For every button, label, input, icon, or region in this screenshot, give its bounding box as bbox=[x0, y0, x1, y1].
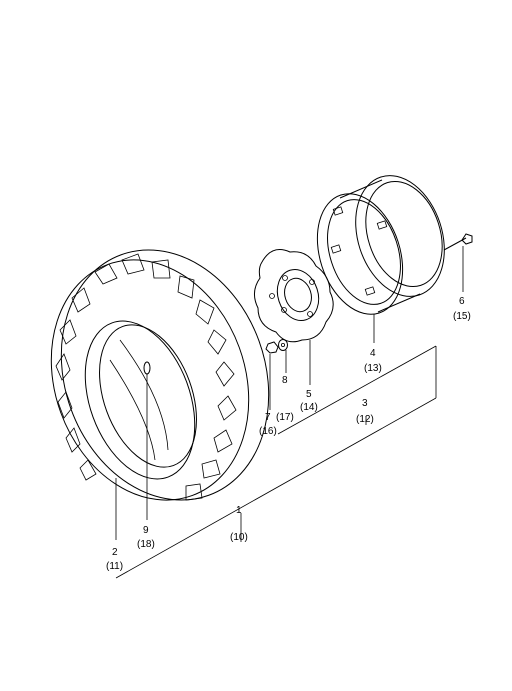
callout-alt-number: (13) bbox=[364, 363, 382, 374]
callout-4: 4 (13) bbox=[364, 348, 382, 374]
callout-number: 6 bbox=[459, 296, 465, 307]
callout-alt-number: (12) bbox=[356, 414, 374, 425]
callout-number: 3 bbox=[362, 398, 368, 409]
rim bbox=[316, 175, 445, 315]
callout-9: 9 (18) bbox=[137, 525, 155, 550]
leader-lines bbox=[115, 246, 464, 579]
callout-alt-number: (15) bbox=[453, 311, 471, 322]
callout-number: 2 bbox=[112, 547, 118, 558]
callout-3: 3 (12) bbox=[356, 398, 374, 425]
callout-2: 2 (11) bbox=[106, 547, 123, 572]
callout-8: 8 (17) bbox=[276, 375, 294, 423]
callout-alt-number: (18) bbox=[137, 539, 155, 550]
callout-alt-number: (17) bbox=[276, 412, 294, 423]
callout-alt-number: (14) bbox=[300, 402, 318, 413]
callout-alt-number: (10) bbox=[230, 532, 248, 543]
callout-7: 7 (16) bbox=[259, 412, 277, 437]
callout-6: 6 (15) bbox=[453, 296, 471, 322]
callout-5: 5 (14) bbox=[300, 389, 318, 413]
valve bbox=[143, 361, 151, 378]
callout-number: 5 bbox=[306, 389, 312, 400]
callout-number: 7 bbox=[265, 412, 271, 423]
tire bbox=[50, 249, 270, 501]
callout-alt-number: (11) bbox=[106, 561, 123, 572]
callout-number: 4 bbox=[370, 348, 376, 359]
callout-number: 8 bbox=[282, 375, 288, 386]
callout-alt-number: (16) bbox=[259, 426, 277, 437]
washer bbox=[278, 339, 288, 351]
wheel-disc bbox=[254, 249, 334, 343]
callout-1: 1 (10) bbox=[230, 505, 248, 543]
callout-number: 1 bbox=[236, 505, 242, 516]
tread-lugs bbox=[55, 253, 237, 501]
bolt bbox=[443, 233, 473, 251]
nut bbox=[265, 341, 279, 354]
callout-number: 9 bbox=[143, 525, 149, 536]
